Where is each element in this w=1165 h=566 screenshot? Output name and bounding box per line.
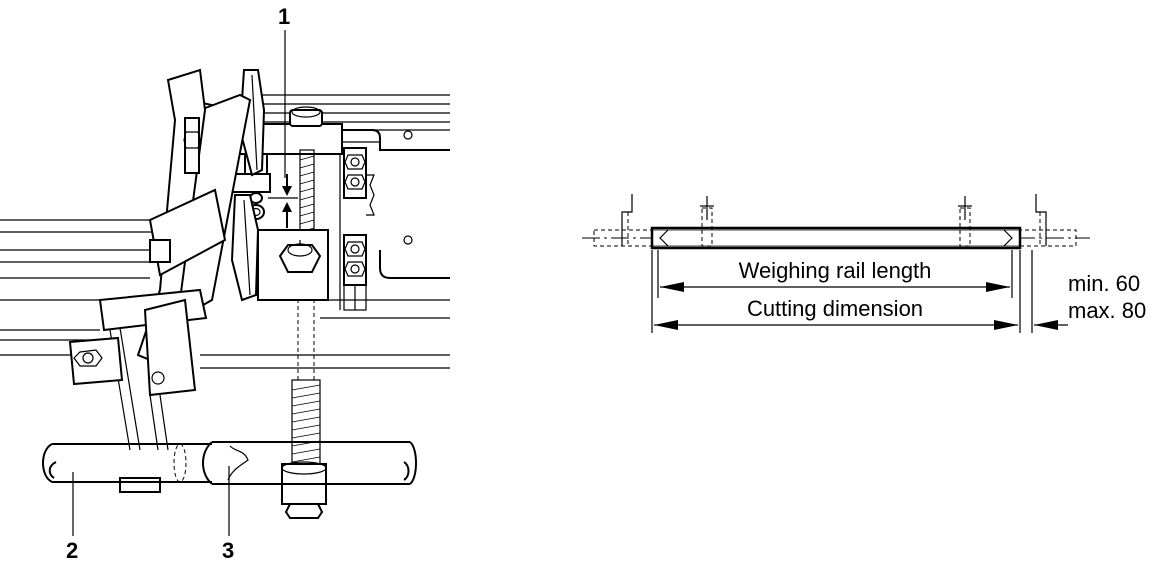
offset-max-label: max. 80 [1068,298,1146,323]
diagonal-frame [136,68,252,362]
tube-2 [42,443,212,483]
rail-assembly-drawing: 1 2 3 [0,4,450,563]
callout-leaders [72,30,286,536]
middle-block [257,229,329,301]
rail-end-right-mark [1003,229,1013,247]
rail-clamp [68,336,161,493]
outer-brackets [621,194,1047,246]
bolt-column [343,147,375,311]
rail-extension-left [593,229,655,247]
horizontal-rails [0,94,450,369]
callout-3: 3 [222,538,234,561]
lower-beam [98,288,208,451]
frame-plate [232,129,450,310]
callout-2: 2 [66,538,78,561]
cutting-dimension-label: Cutting dimension [747,296,923,321]
tube-3 [202,441,417,485]
weighing-rail-length-label: Weighing rail length [739,258,932,283]
weighing-rail-dimension-diagram: Weighing rail length Cutting dimension m… [582,194,1146,333]
threaded-rod [281,149,327,519]
weighing-rail [650,226,1022,250]
inner-bolts [700,196,972,247]
rail-end-left-mark [659,229,669,247]
callout-1: 1 [278,4,290,29]
offset-min-label: min. 60 [1068,271,1140,296]
